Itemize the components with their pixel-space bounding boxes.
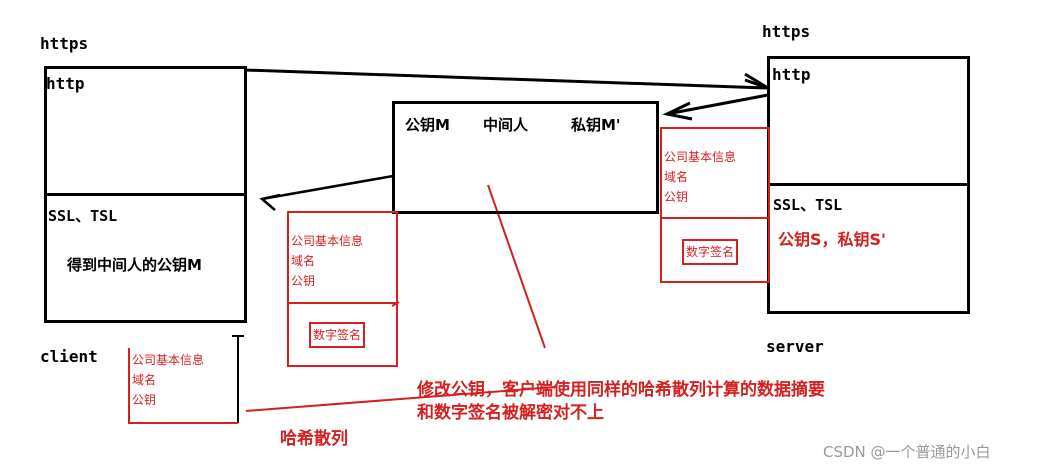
server-protocol-label: https: [762, 22, 811, 41]
server-cert-signature: 数字签名: [682, 239, 738, 265]
client-role-label: client: [40, 347, 98, 366]
server-keys-note: 公钥S，私钥S': [778, 230, 886, 249]
client-cert-public-key: 公钥: [132, 393, 157, 407]
server-cert-domain: 域名: [664, 170, 689, 184]
middleman-to-client-arrow: [261, 174, 394, 201]
client-cert-company-info: 公司基本信息: [132, 353, 205, 367]
client-http-label: http: [46, 74, 85, 93]
forged-cert-public-key: 公钥: [291, 274, 316, 288]
forged-cert-signature-label: 数字签名: [313, 328, 362, 342]
forged-certificate: 公司基本信息 域名 公钥 数字签名: [287, 211, 398, 367]
forged-cert-company-info: 公司基本信息: [291, 234, 364, 248]
server-cert-public-key: 公钥: [664, 190, 689, 204]
client-http-box: http: [44, 66, 247, 196]
middleman-to-client-arrowhead: [259, 193, 281, 211]
tamper-note-line2: 和数字签名被解密对不上: [417, 403, 604, 423]
server-http-label: http: [772, 65, 811, 84]
server-http-box: http: [767, 56, 970, 186]
tamper-note-line1: 修改公钥，客户端使用同样的哈希散列计算的数据摘要: [417, 380, 825, 400]
client-certificate: 公司基本信息 域名 公钥: [128, 348, 238, 424]
server-cert-signature-label: 数字签名: [686, 245, 735, 259]
hash-label: 哈希散列: [280, 429, 348, 449]
forged-cert-signature: 数字签名: [309, 322, 365, 348]
middleman-title: 中间人: [483, 116, 529, 134]
server-to-middleman-arrow: [666, 93, 769, 116]
server-cert-company-info: 公司基本信息: [664, 150, 737, 164]
middleman-private-key: 私钥M': [571, 116, 621, 134]
hash-line: [245, 386, 556, 412]
middleman-box: 公钥M 中间人 私钥M': [392, 101, 659, 214]
client-to-server-arrow: [244, 68, 769, 90]
forged-cert-domain: 域名: [291, 254, 316, 268]
server-ssl-label: SSL、TSL: [773, 196, 843, 214]
client-ssl-box: SSL、TSL 得到中间人的公钥M: [44, 193, 247, 323]
server-to-middleman-arrowhead: [662, 101, 693, 121]
server-role-label: server: [766, 337, 824, 356]
client-ssl-label: SSL、TSL: [48, 207, 118, 225]
client-cert-domain: 域名: [132, 373, 157, 387]
client-protocol-label: https: [40, 34, 89, 53]
client-note: 得到中间人的公钥M: [67, 256, 202, 274]
middleman-public-key: 公钥M: [405, 116, 450, 134]
server-certificate: 公司基本信息 域名 公钥 数字签名: [660, 127, 770, 283]
watermark: CSDN @一个普通的小白: [823, 443, 991, 461]
